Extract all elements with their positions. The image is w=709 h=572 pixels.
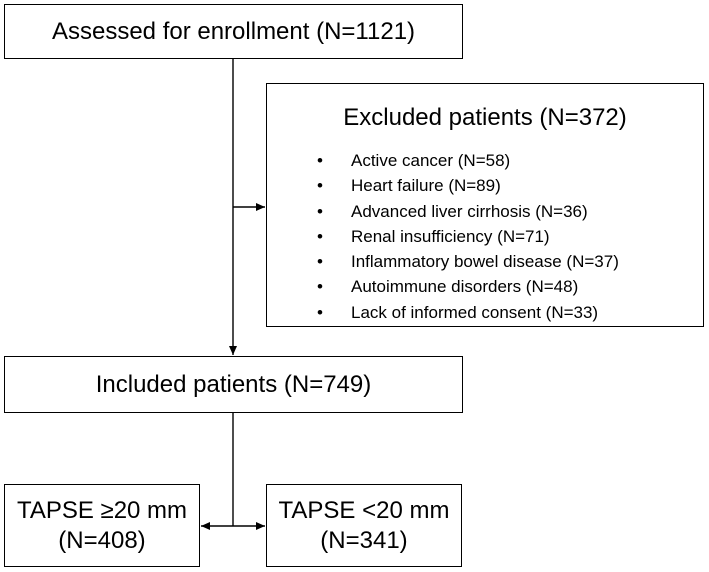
exclusion-reason: Lack of informed consent (N=33) [351,302,599,322]
list-item: • Autoimmune disorders (N=48) [317,274,619,299]
list-item: • Inflammatory bowel disease (N=37) [317,249,619,274]
enrollment-label: Assessed for enrollment (N=1121) [51,17,416,45]
bullet-icon: • [317,176,323,196]
list-item: • Heart failure (N=89) [317,173,619,198]
bullet-icon: • [317,226,323,246]
enrollment-box: Assessed for enrollment (N=1121) [4,4,463,59]
tapse-low-text: TAPSE <20 mm (N=341) [279,496,450,556]
exclusion-reason: Advanced liver cirrhosis (N=36) [351,201,588,221]
tapse-low-label: TAPSE <20 mm [278,496,450,524]
exclusion-reason: Heart failure (N=89) [351,176,501,196]
list-item: • Advanced liver cirrhosis (N=36) [317,199,619,224]
list-item: • Active cancer (N=58) [317,148,619,173]
tapse-high-label: TAPSE ≥20 mm [16,496,188,524]
tapse-high-text: TAPSE ≥20 mm (N=408) [17,496,187,556]
bullet-icon: • [317,151,323,170]
exclusion-reason: Inflammatory bowel disease (N=37) [351,252,619,272]
bullet-icon: • [317,201,323,221]
included-label: Included patients (N=749) [95,370,372,398]
bullet-icon: • [317,302,323,322]
tapse-low-box: TAPSE <20 mm (N=341) [266,484,462,567]
tapse-high-count: (N=408) [58,526,146,554]
list-item: • Renal insufficiency (N=71) [317,224,619,249]
excluded-title: Excluded patients (N=372) [343,104,627,131]
exclusion-reason: Autoimmune disorders (N=48) [351,277,579,297]
tapse-high-box: TAPSE ≥20 mm (N=408) [4,484,200,567]
exclusion-list: • Active cancer (N=58) • Heart failure (N=… [317,148,619,325]
exclusion-reason: Renal insufficiency (N=71) [351,226,550,246]
bullet-icon: • [317,252,323,272]
list-item: • Lack of informed consent (N=33) [317,300,619,325]
bullet-icon: • [317,277,323,297]
excluded-box: Excluded patients (N=372) • Active cancer… [266,83,704,327]
tapse-low-count: (N=341) [320,526,408,554]
exclusion-reason: Active cancer (N=58) [351,151,511,170]
included-box: Included patients (N=749) [4,356,463,413]
